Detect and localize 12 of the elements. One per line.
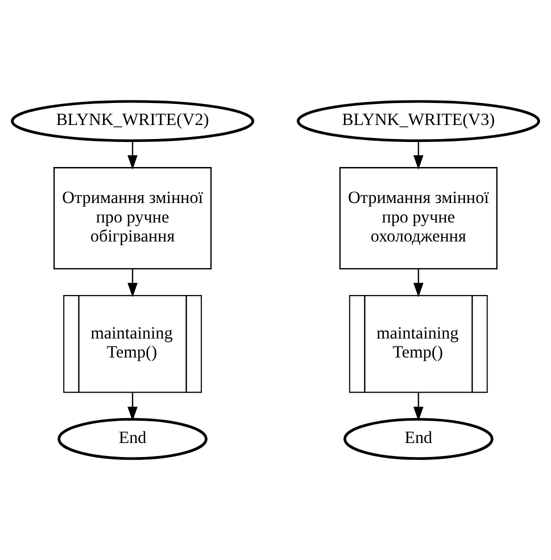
arrow <box>128 268 138 298</box>
node-box: Отримання змінної про ручне охолодження <box>339 167 498 270</box>
node-ellipse: BLYNK_WRITE(V2) <box>10 100 254 142</box>
node-box: Отримання змінної про ручне обігрівання <box>53 167 212 270</box>
arrow <box>128 140 138 170</box>
arrow <box>413 392 424 422</box>
node-ellipse: End <box>58 418 208 460</box>
arrow <box>413 268 424 298</box>
arrow <box>128 392 138 422</box>
node-ellipse: End <box>343 418 494 460</box>
node-ellipse: BLYNK_WRITE(V3) <box>296 100 540 142</box>
arrow <box>413 140 424 170</box>
